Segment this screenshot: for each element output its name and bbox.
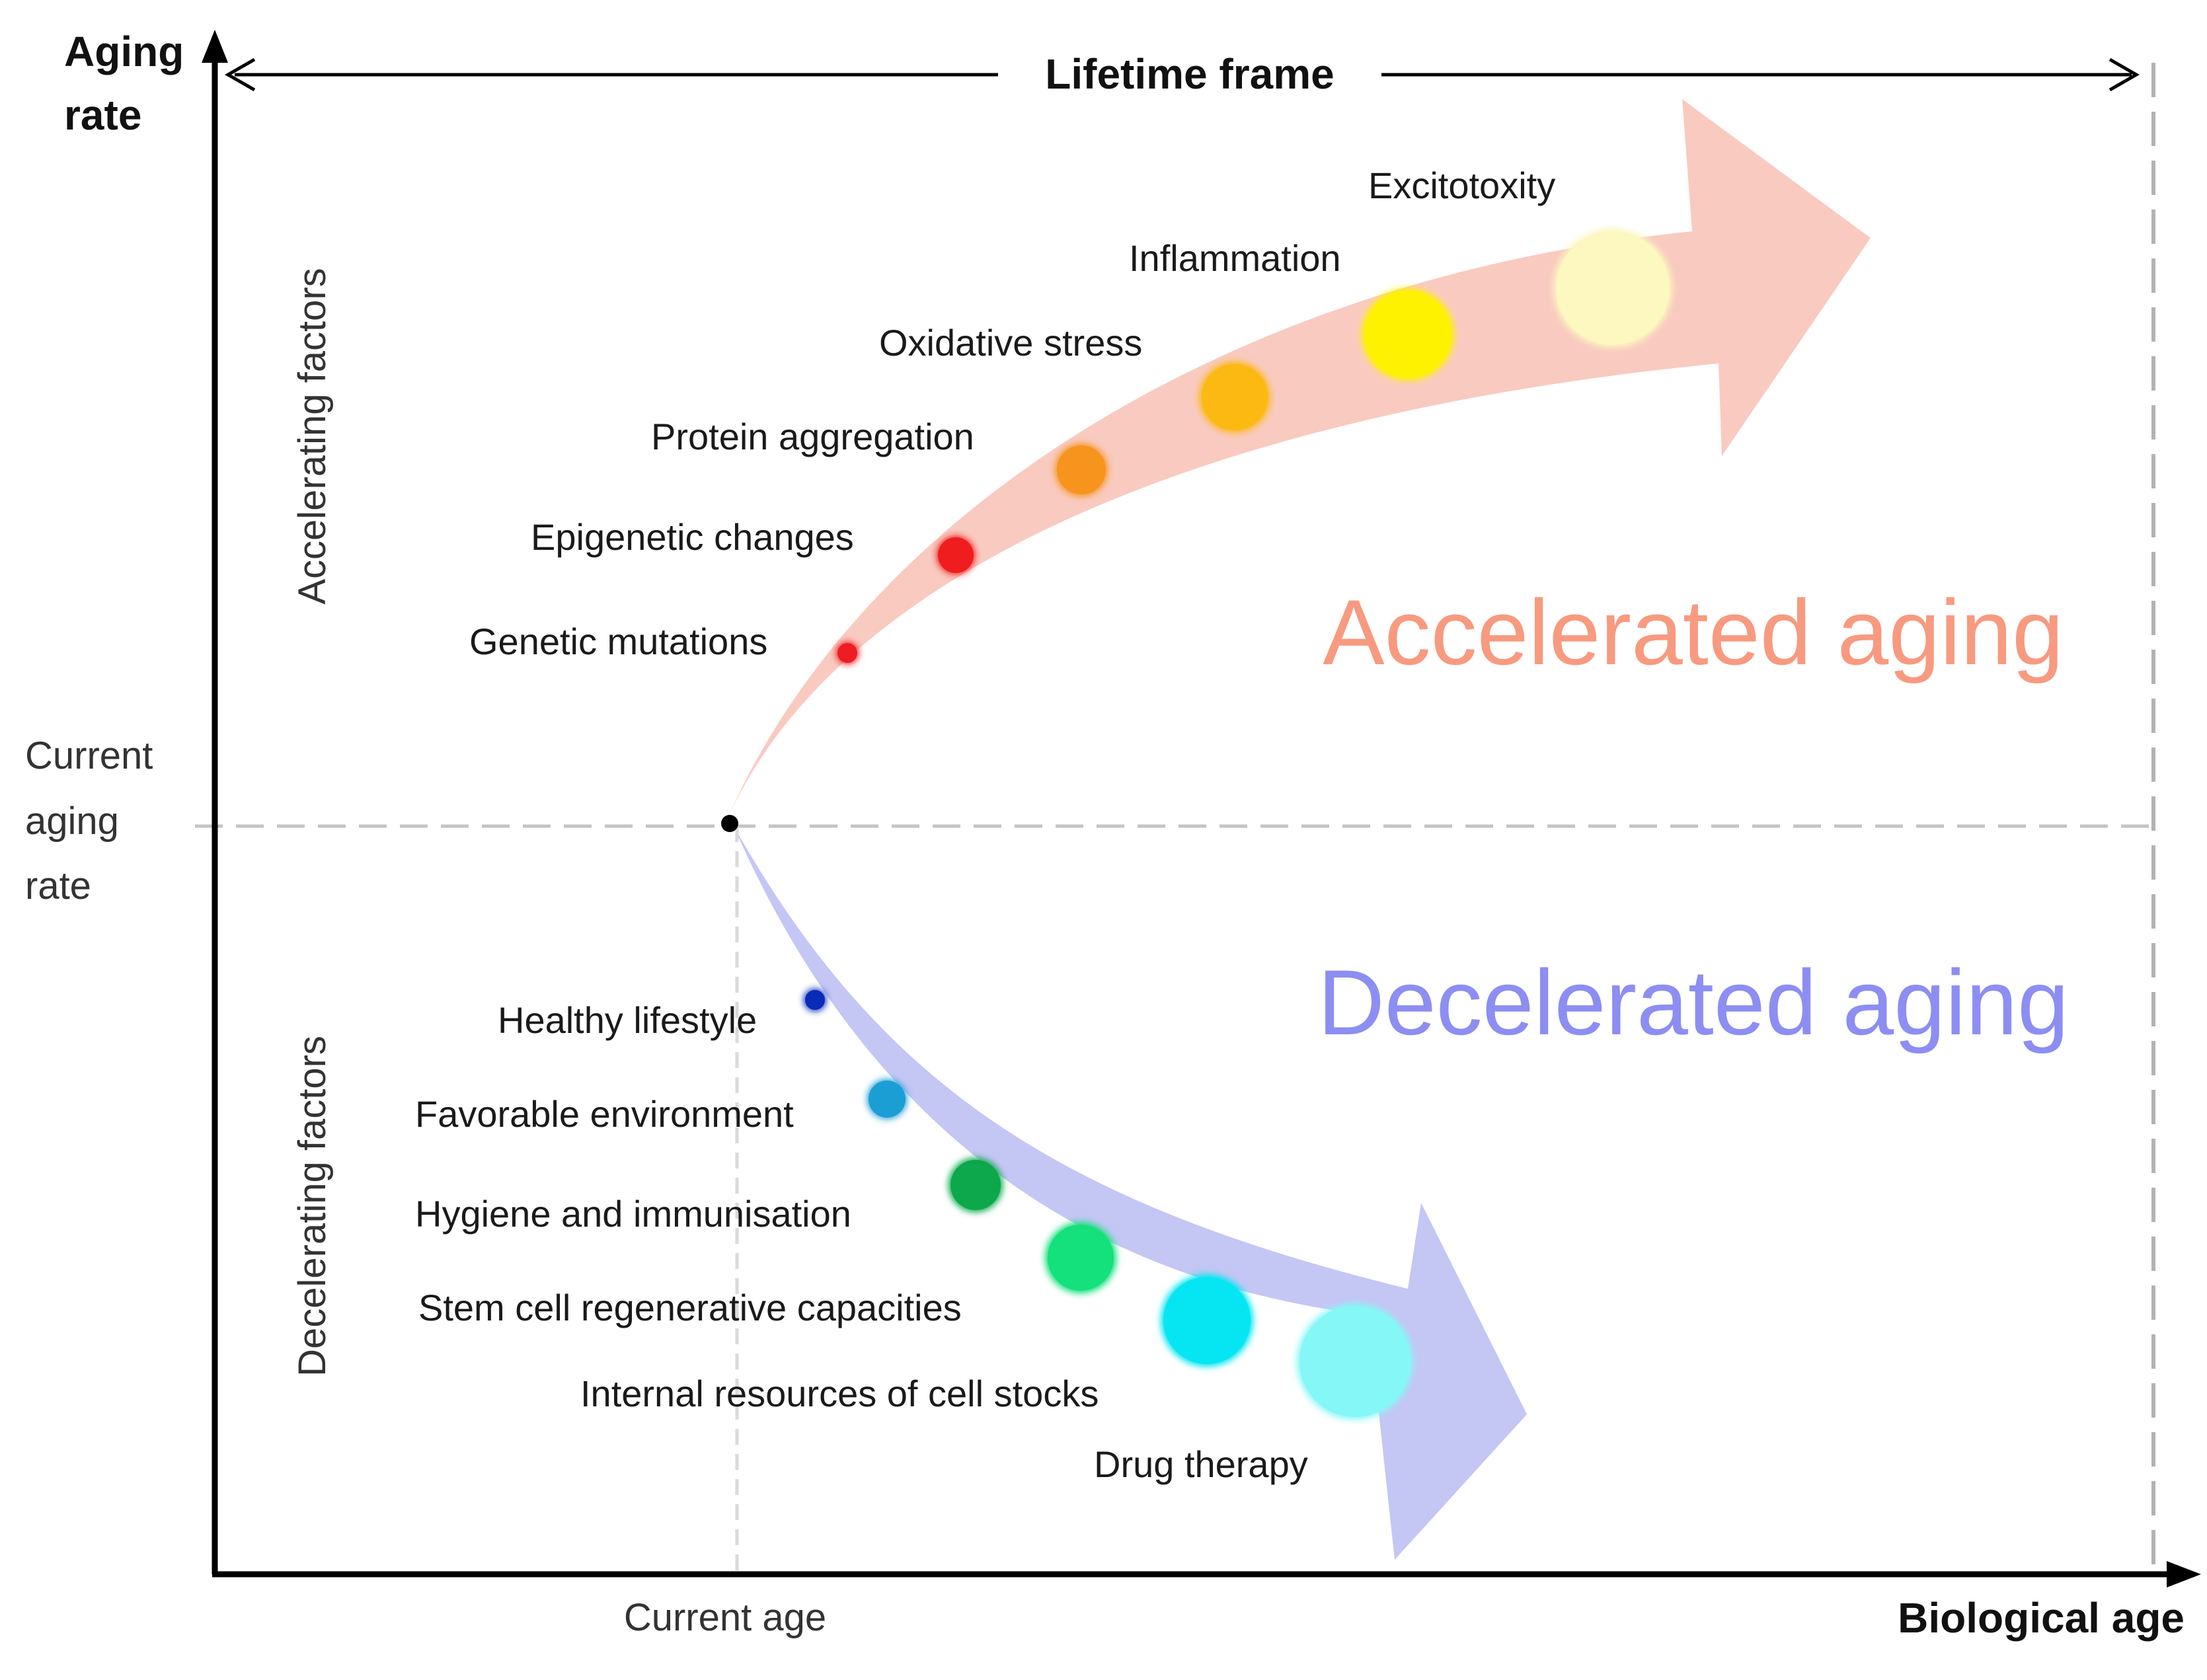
accelerating-factor: Excitotoxity [1368, 165, 1672, 348]
factor-label: Hygiene and immunisation [415, 1193, 851, 1235]
factor-label: Genetic mutations [469, 621, 767, 662]
y-axis-title-line2: rate [64, 91, 141, 139]
decelerated-aging-label: Decelerated aging [1318, 950, 2069, 1054]
factor-dot [1048, 1225, 1114, 1291]
factor-label: Excitotoxity [1368, 165, 1555, 206]
decelerated-arrow [734, 826, 1527, 1560]
accelerating-factors: Genetic mutations Epigenetic changes Pro… [469, 165, 1672, 664]
decelerating-factor: Hygiene and immunisation [415, 1158, 1003, 1235]
factor-label: Oxidative stress [879, 322, 1142, 363]
factor-label: Drug therapy [1094, 1443, 1308, 1485]
x-axis-arrowhead [2167, 1561, 2201, 1587]
lifetime-frame-left-arrowhead [224, 57, 256, 92]
factor-dot [950, 1160, 1001, 1210]
factor-label: Protein aggregation [651, 416, 974, 457]
decelerating-factor: Healthy lifestyle [498, 989, 826, 1041]
factor-label: Favorable environment [415, 1093, 794, 1135]
factor-dot [938, 537, 974, 573]
factor-dot [837, 643, 857, 663]
current-rate-label-line2: aging [25, 800, 119, 843]
factor-label: Healthy lifestyle [498, 999, 757, 1041]
decelerating-factor: Drug therapy [1094, 1303, 1413, 1485]
origin-point [721, 815, 738, 832]
current-age-label: Current age [624, 1596, 826, 1639]
accelerating-factor: Genetic mutations [469, 621, 859, 664]
factor-dot [1556, 231, 1670, 345]
accelerating-factor: Epigenetic changes [531, 516, 975, 574]
accelerated-arrow [727, 99, 1871, 820]
factor-dot [805, 990, 825, 1010]
y-axis-arrowhead [202, 30, 228, 63]
decelerating-factor: Internal resources of cell stocks [580, 1274, 1253, 1414]
decelerating-factors-label: Decelerating factors [291, 1036, 334, 1377]
accelerating-factor: Inflammation [1129, 237, 1454, 381]
accelerated-aging-label: Accelerated aging [1323, 580, 2064, 684]
factor-label: Epigenetic changes [531, 516, 854, 558]
decelerating-factor: Favorable environment [415, 1079, 907, 1135]
factor-dot [1202, 364, 1268, 430]
factor-dot [869, 1081, 906, 1118]
lifetime-frame-label: Lifetime frame [1045, 50, 1334, 98]
accelerating-factor: Oxidative stress [879, 322, 1270, 433]
factor-dot [1057, 445, 1106, 494]
factor-dot [1299, 1306, 1411, 1417]
decelerating-factor: Stem cell regenerative capacities [418, 1222, 1116, 1328]
y-axis-title-line1: Aging [64, 28, 184, 75]
current-rate-label-line3: rate [25, 864, 91, 907]
factor-label: Inflammation [1129, 237, 1341, 279]
current-rate-label-line1: Current [25, 734, 153, 777]
accelerating-factors-label: Accelerating factors [291, 268, 334, 604]
factor-dot [1163, 1277, 1251, 1364]
factor-dot [1364, 291, 1452, 378]
x-axis-title: Biological age [1898, 1594, 2185, 1642]
factor-label: Internal resources of cell stocks [580, 1373, 1099, 1414]
lifetime-frame-right-arrowhead [2109, 57, 2140, 92]
decelerating-factors: Healthy lifestyle Favorable environment … [415, 989, 1413, 1485]
accelerating-factor: Protein aggregation [651, 416, 1108, 496]
factor-label: Stem cell regenerative capacities [418, 1287, 962, 1328]
